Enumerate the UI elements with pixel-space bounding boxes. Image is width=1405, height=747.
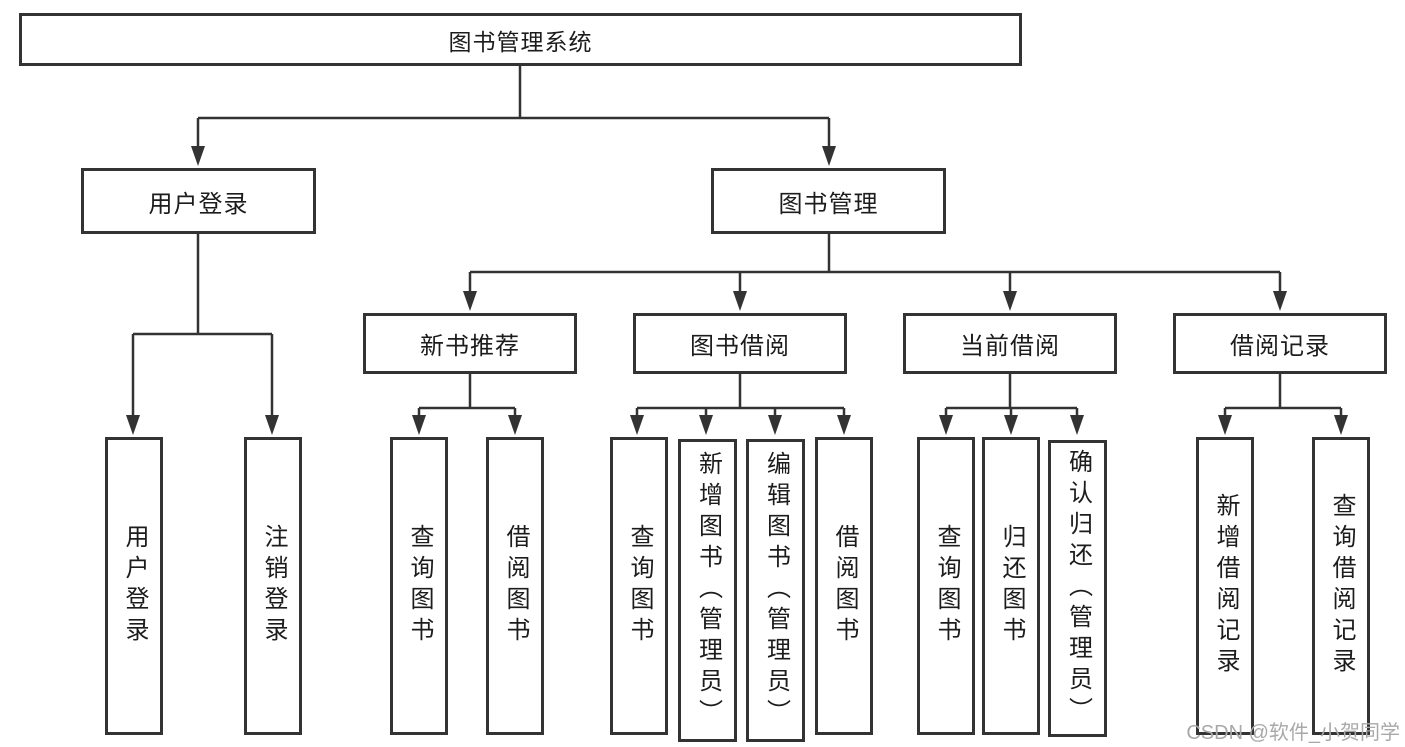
node-book-borrowing: 图书借阅 (633, 313, 847, 374)
leaf-add-borrow-record: 新增借阅记录 (1196, 437, 1254, 735)
node-label: 编辑图书（管理员） (762, 451, 790, 730)
node-label: 借阅图书 (831, 524, 858, 648)
node-label: 查询图书 (626, 524, 653, 648)
node-label: 图书管理系统 (448, 28, 593, 55)
node-borrowing-records: 借阅记录 (1173, 313, 1387, 374)
node-label: 图书管理 (778, 190, 879, 218)
leaf-query-books-borrowing: 查询图书 (610, 437, 668, 735)
node-user-login-group: 用户登录 (81, 168, 316, 234)
node-label: 查询图书 (406, 524, 433, 648)
leaf-edit-book-admin: 编辑图书（管理员） (746, 439, 805, 742)
leaf-query-books-recommendation: 查询图书 (390, 437, 448, 735)
node-label: 用户登录 (148, 190, 249, 218)
node-label: 借阅图书 (502, 524, 529, 648)
node-new-book-recommendation: 新书推荐 (363, 313, 577, 374)
node-label: 新书推荐 (420, 333, 520, 360)
node-label: 用户登录 (121, 524, 148, 648)
leaf-user-login: 用户登录 (105, 437, 163, 735)
node-label: 新增图书（管理员） (694, 451, 722, 730)
leaf-return-books: 归还图书 (982, 437, 1040, 735)
leaf-borrow-books-recommendation: 借阅图书 (486, 437, 544, 735)
leaf-logout: 注销登录 (244, 437, 302, 735)
node-label: 注销登录 (260, 524, 287, 648)
node-label: 图书借阅 (690, 333, 790, 360)
node-label: 当前借阅 (960, 333, 1060, 360)
node-label: 确认归还（管理员） (1064, 449, 1092, 728)
leaf-query-books-current: 查询图书 (917, 437, 975, 735)
node-book-management: 图书管理 (711, 168, 946, 234)
node-current-borrowing: 当前借阅 (903, 313, 1117, 374)
csdn-watermark: CSDN @软件_小贺同学 (1186, 722, 1400, 744)
node-label: 新增借阅记录 (1212, 493, 1239, 679)
node-label: 借阅记录 (1230, 333, 1330, 360)
leaf-borrow-books-borrowing: 借阅图书 (815, 437, 873, 735)
node-label: 查询借阅记录 (1328, 493, 1355, 679)
node-label: 归还图书 (998, 524, 1025, 648)
leaf-add-book-admin: 新增图书（管理员） (678, 439, 737, 742)
node-label: 查询图书 (933, 524, 960, 648)
node-library-management-system: 图书管理系统 (19, 13, 1022, 66)
leaf-confirm-return-admin: 确认归还（管理员） (1048, 440, 1107, 737)
leaf-query-borrow-record: 查询借阅记录 (1312, 437, 1370, 735)
